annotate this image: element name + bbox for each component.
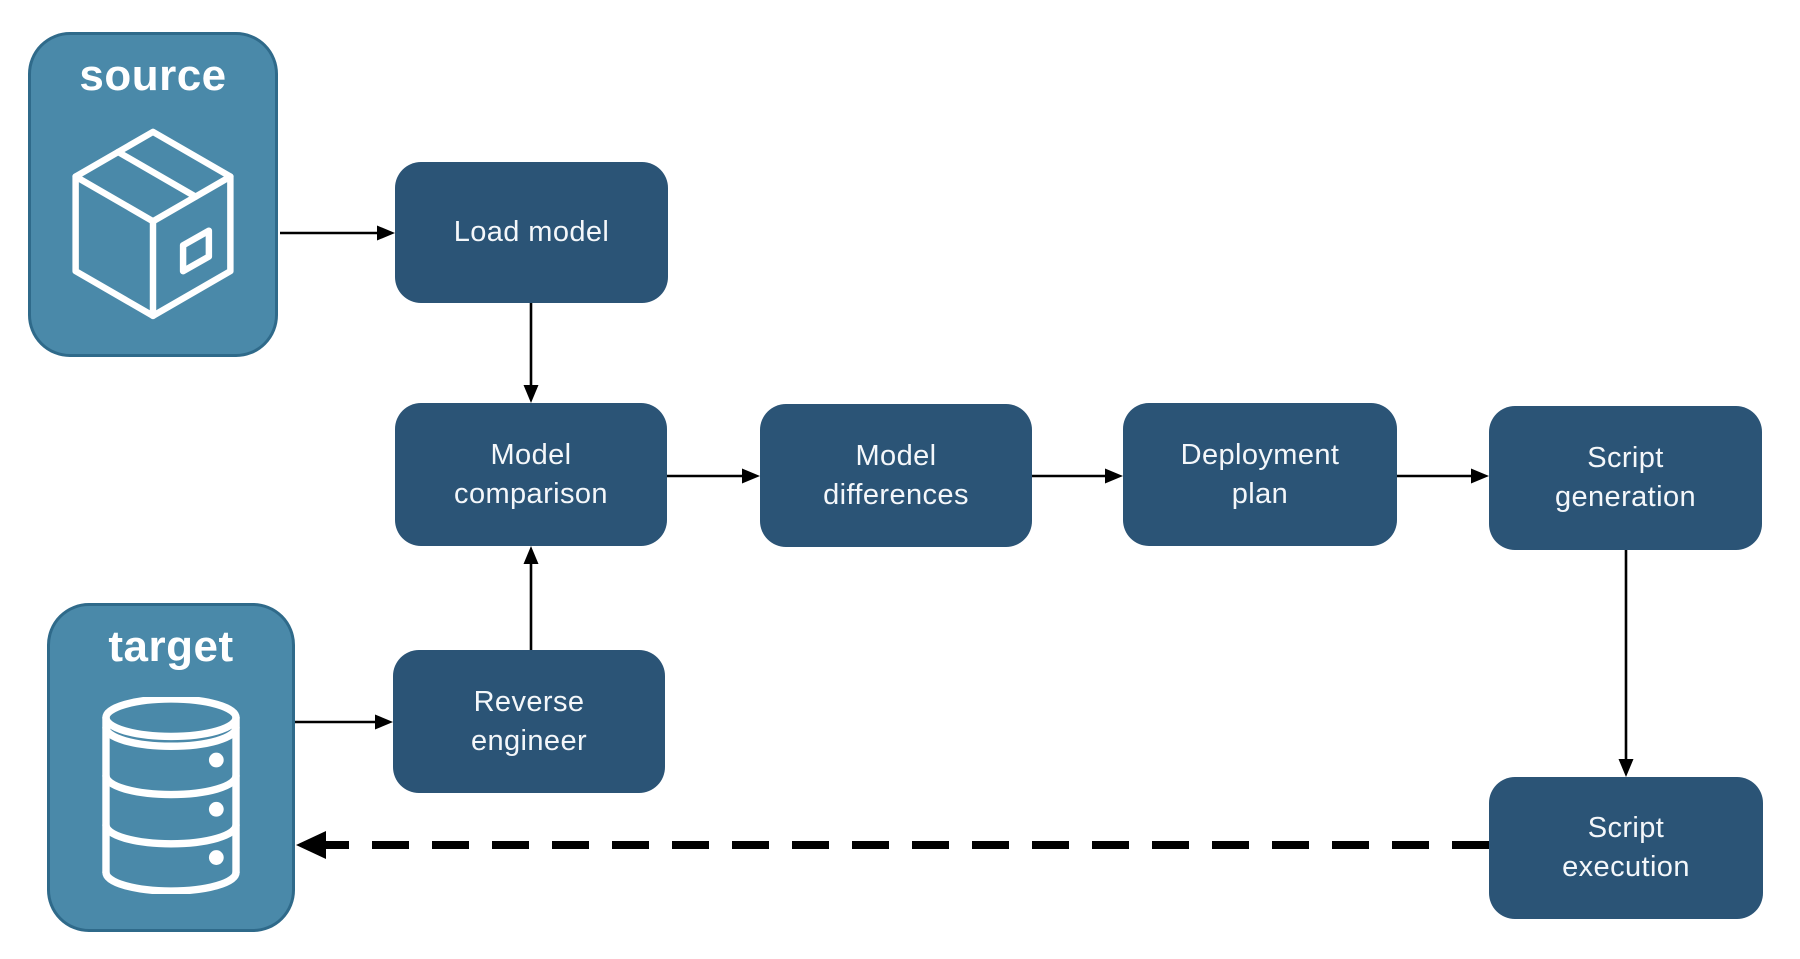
source-node: source [28,32,278,357]
node-label-line: Deployment [1180,438,1340,471]
node-label-line: Load model [453,216,610,248]
node-label-line: execution [1562,851,1690,883]
node-label-line: Model [490,438,572,471]
node-label-line: Script [1587,812,1665,844]
node-deployment-plan: Deployment plan [1123,403,1397,546]
edge-script-execution-to-target [296,831,1489,859]
node-label-line: generation [1554,481,1697,513]
node-label-line: Script [1587,442,1664,474]
edge-source-to-load-model [280,225,395,241]
source-label: source [79,51,227,100]
node-script-generation: Script generation [1489,406,1762,550]
package-icon [72,128,234,319]
edge-deployment-plan-to-script-generation [1397,468,1489,484]
edge-target-to-reverse-engineer [295,714,393,730]
edge-model-differences-to-deployment-plan [1032,468,1123,484]
node-label-line: Reverse [473,685,585,718]
node-script-execution: Script execution [1489,777,1763,919]
source-icon-wrap [67,101,239,354]
edge-model-comparison-to-model-differences [667,468,760,484]
database-icon [102,697,240,894]
node-model-differences: Model differences [760,404,1032,547]
edge-reverse-engineer-to-model-comparison [523,546,539,650]
node-label-line: differences [823,478,969,511]
target-icon-wrap [97,672,245,929]
node-reverse-engineer: Reverse engineer [393,650,665,793]
node-model-comparison: Model comparison [395,403,667,546]
edge-script-generation-to-script-execution [1618,550,1634,777]
node-label-line: comparison [454,477,608,510]
node-label-line: engineer [470,724,588,757]
target-label: target [108,622,234,671]
edge-load-model-to-model-comparison [523,303,539,403]
node-label-line: plan [1231,477,1289,510]
node-label-line: Model [855,439,937,472]
node-load-model: Load model [395,162,668,303]
target-node: target [47,603,295,932]
